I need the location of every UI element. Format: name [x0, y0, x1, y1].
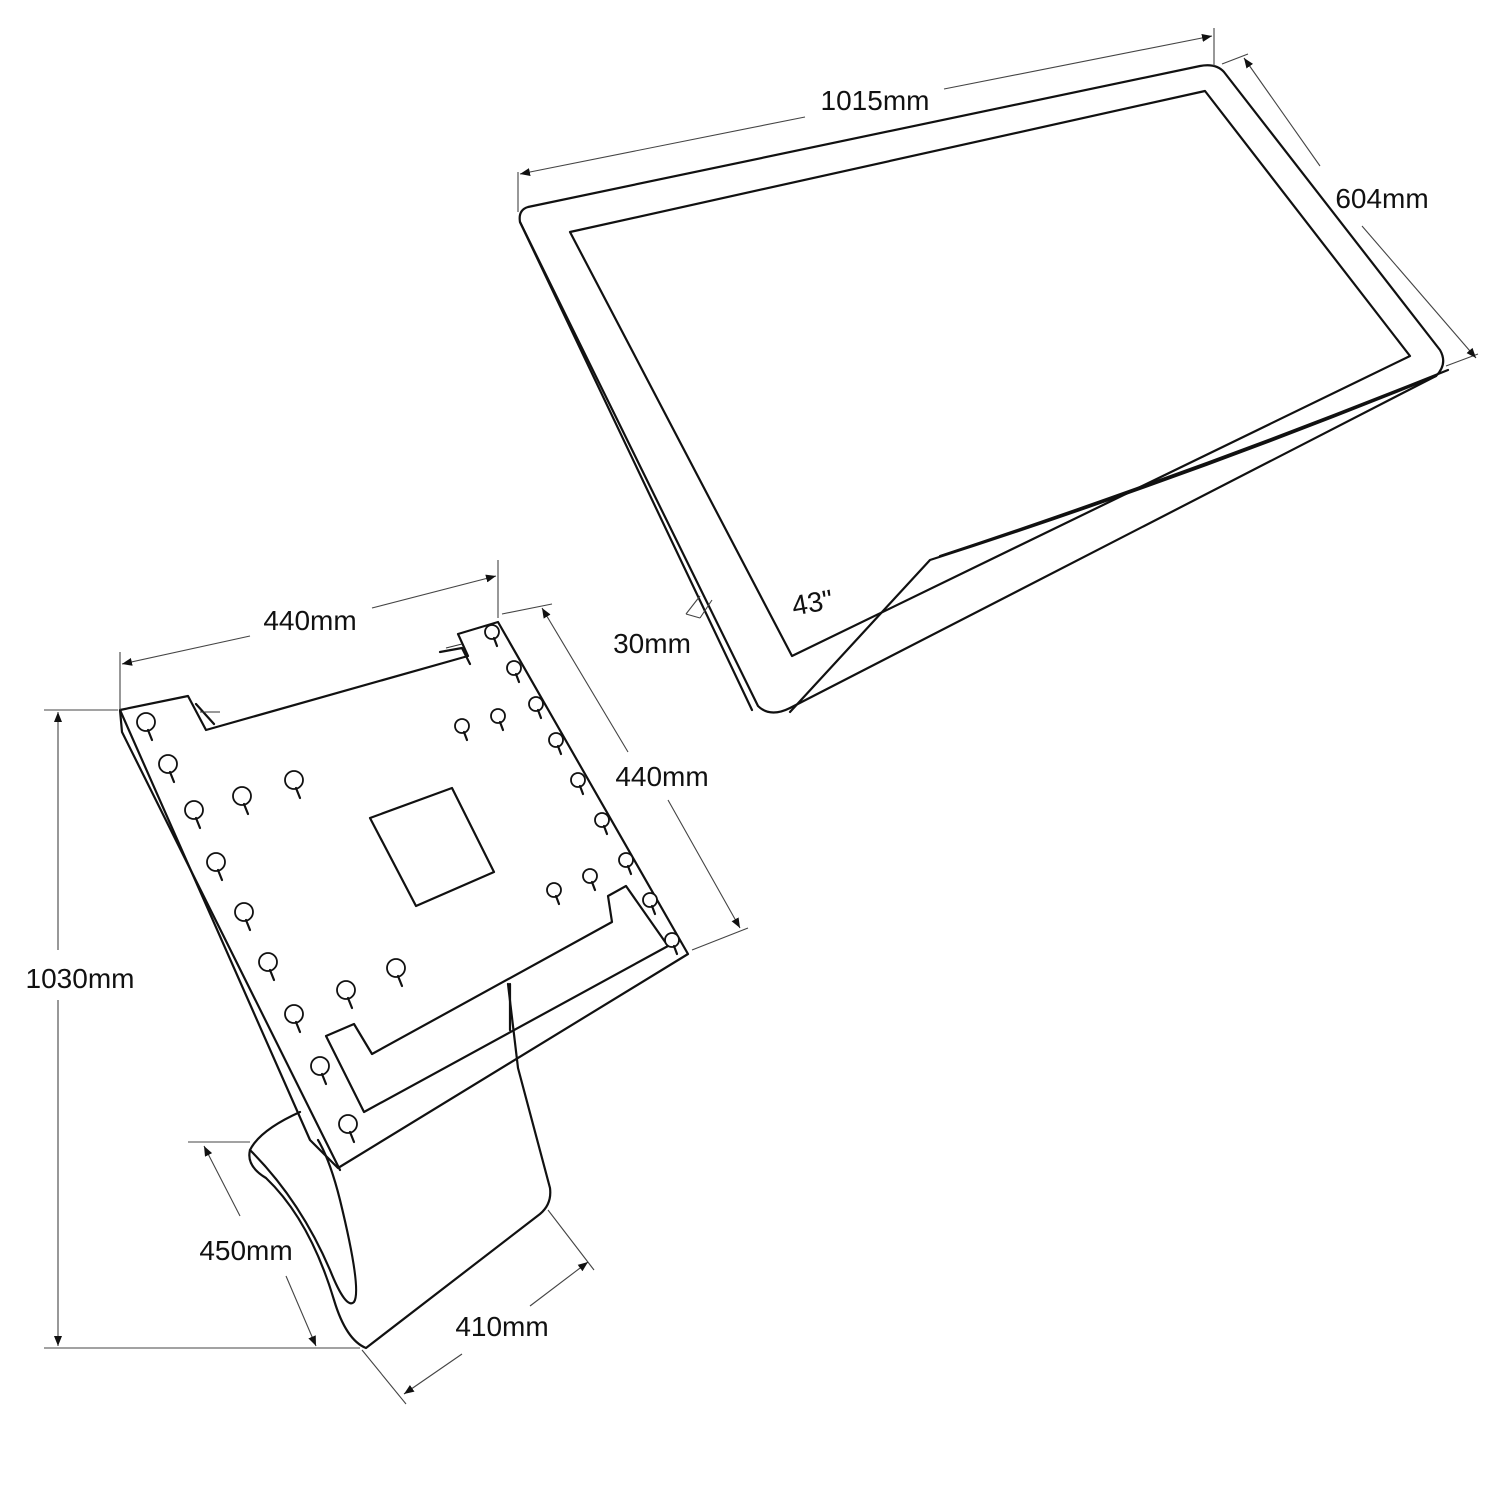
keyhole-icon — [232, 786, 252, 816]
keyhole-icon — [642, 892, 658, 916]
mounting-holes — [136, 624, 680, 1144]
keyhole-icon — [594, 812, 610, 836]
keyhole-icon — [184, 800, 204, 830]
label-screen-size: 43" — [789, 584, 835, 622]
dimension-screen-depth: 30mm — [613, 595, 713, 659]
keyhole-icon — [490, 708, 506, 732]
stand-foot-curve — [248, 1138, 358, 1305]
dimension-base-width: 410mm — [361, 1209, 595, 1405]
dimension-total-height: 1030mm — [26, 709, 360, 1349]
keyhole-icon — [258, 952, 278, 982]
plate-center-square — [368, 786, 496, 908]
keyhole-icon — [618, 852, 634, 876]
keyhole-icon — [284, 1004, 304, 1034]
keyhole-icon — [206, 852, 226, 882]
dimension-base-depth: 450mm — [188, 1141, 317, 1347]
keyhole-icon — [336, 980, 356, 1010]
keyhole-icon — [664, 932, 680, 956]
keyhole-icon — [338, 1114, 358, 1144]
keyhole-icon — [484, 624, 500, 648]
keyhole-icon — [546, 882, 562, 906]
monitor-panel — [518, 64, 1450, 714]
keyhole-icon — [136, 712, 156, 742]
dimension-screen-height: 604mm — [1221, 53, 1479, 367]
keyhole-icon — [386, 958, 406, 988]
plate-channel-cutout — [324, 884, 670, 1114]
keyhole-icon — [310, 1056, 330, 1086]
keyhole-icon — [528, 696, 544, 720]
keyhole-icon — [570, 772, 586, 796]
monitor-screen — [568, 89, 1412, 658]
label-total-height: 1030mm — [26, 963, 135, 994]
stand-base — [248, 982, 552, 1350]
kiosk-stand — [118, 620, 690, 1350]
keyhole-icon — [234, 902, 254, 932]
keyhole-icon — [284, 770, 304, 800]
keyhole-icon — [158, 754, 178, 784]
keyhole-icon — [506, 660, 522, 684]
label-screen-depth: 30mm — [613, 628, 691, 659]
dimension-plate-height: 440mm — [501, 603, 749, 951]
mounting-plate — [118, 620, 690, 1170]
keyhole-icon — [548, 732, 564, 756]
keyhole-icon — [454, 718, 470, 742]
label-base-depth: 450mm — [199, 1235, 292, 1266]
keyhole-icon — [582, 868, 598, 892]
label-base-width: 410mm — [455, 1311, 548, 1342]
dimension-screen-width: 1015mm — [517, 28, 1215, 212]
label-screen-width: 1015mm — [821, 85, 930, 116]
label-screen-height: 604mm — [1335, 183, 1428, 214]
label-plate-height: 440mm — [615, 761, 708, 792]
label-plate-width: 440mm — [263, 605, 356, 636]
dimension-plate-width: 440mm — [119, 560, 499, 710]
